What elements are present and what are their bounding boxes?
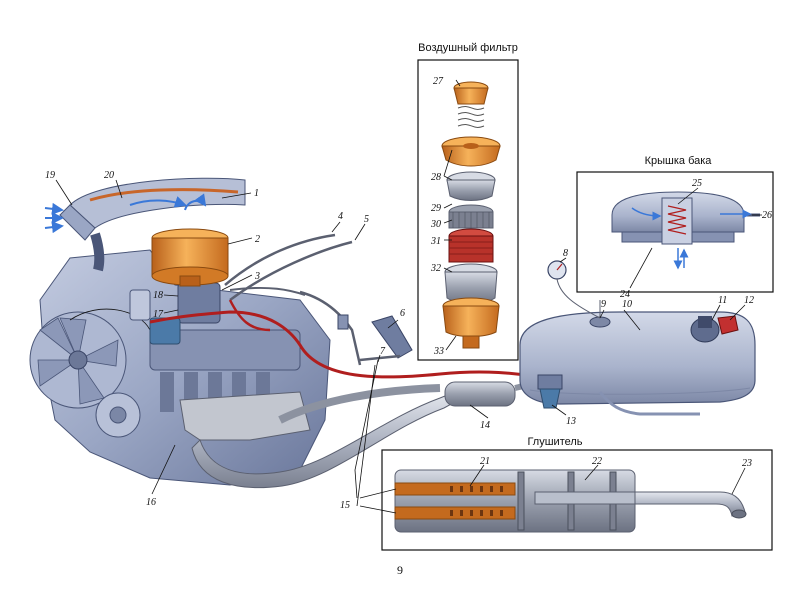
callout-6: 6	[400, 308, 405, 319]
callout-16: 16	[146, 497, 156, 508]
callout-11: 11	[718, 295, 727, 306]
muffler-title: Глушитель	[527, 436, 582, 448]
callout-24: 24	[620, 289, 630, 300]
callout-15: 15	[340, 500, 350, 511]
air-filter-inset: Воздушный фильтр	[417, 42, 519, 361]
callout-8: 8	[563, 248, 568, 259]
tank-cap-inset: Крышка бака	[576, 155, 774, 293]
callout-9: 9	[601, 299, 606, 310]
callout-labels: 1 2 3 4 5 6 7 8 9 10 11 12 13 14 15 16 1…	[45, 76, 772, 511]
engine	[29, 177, 413, 486]
callout-12: 12	[744, 295, 754, 306]
callout-21: 21	[480, 456, 490, 467]
callout-31: 31	[430, 236, 441, 247]
muffler-inset: Глушитель	[359, 436, 773, 551]
callout-7: 7	[380, 346, 386, 357]
throttle-cable	[224, 233, 336, 286]
callout-19: 19	[45, 170, 55, 181]
engine-air-filter	[151, 228, 229, 287]
muffler-body	[444, 381, 516, 407]
callout-3: 3	[254, 271, 260, 282]
exhaust-manifold	[179, 391, 311, 441]
callout-23: 23	[742, 458, 752, 469]
callout-32: 32	[430, 263, 441, 274]
callout-30: 30	[430, 219, 441, 230]
callout-27: 27	[433, 76, 444, 87]
fan	[29, 311, 127, 409]
callout-33: 33	[433, 346, 444, 357]
callout-1: 1	[254, 188, 259, 199]
callout-5: 5	[364, 214, 369, 225]
tank-cap-title: Крышка бака	[645, 155, 713, 167]
choke-cable	[229, 240, 353, 302]
callout-25: 25	[692, 178, 702, 189]
filler-valve	[717, 315, 739, 335]
callout-2: 2	[255, 234, 260, 245]
callout-28: 28	[431, 172, 441, 183]
callout-18: 18	[153, 290, 163, 301]
callout-14: 14	[480, 420, 490, 431]
page-number: 9	[397, 563, 403, 577]
fuel-tank	[519, 260, 756, 416]
fuel-sender	[589, 316, 611, 328]
callout-26: 26	[762, 210, 772, 221]
air-intake-duct	[69, 177, 246, 229]
callout-22: 22	[592, 456, 602, 467]
callout-13: 13	[566, 416, 576, 427]
accelerator-pedal	[371, 315, 413, 359]
air-filter-title: Воздушный фильтр	[418, 42, 518, 54]
air-flow-arrows	[44, 193, 207, 234]
callout-10: 10	[622, 299, 632, 310]
callout-29: 29	[431, 203, 441, 214]
callout-20: 20	[104, 170, 114, 181]
fuel-filter	[537, 374, 563, 409]
callout-4: 4	[338, 211, 343, 222]
leader-lines	[55, 79, 762, 507]
callout-17: 17	[153, 309, 164, 320]
